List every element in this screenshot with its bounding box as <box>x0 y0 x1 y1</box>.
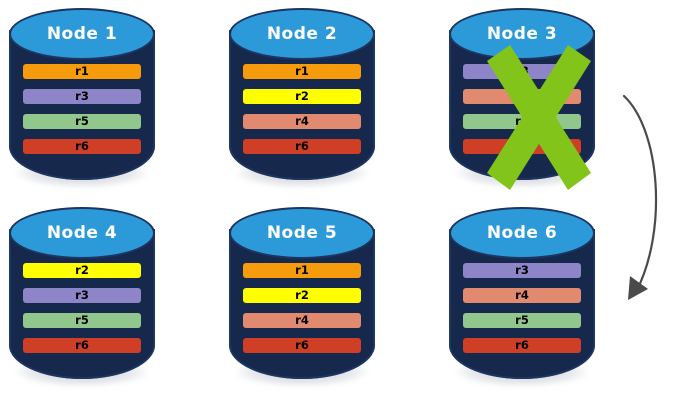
record-bar[interactable]: r3 <box>23 288 141 303</box>
node-card-node-6[interactable]: Node 6 r3 r4 r5 r6 <box>449 207 595 387</box>
record-bar[interactable]: r6 <box>23 139 141 154</box>
record-bar[interactable]: r4 <box>463 89 581 104</box>
arrow-head <box>628 276 648 300</box>
node-card-node-4[interactable]: Node 4 r2 r3 r5 r6 <box>9 207 155 387</box>
record-bar[interactable]: r2 <box>243 89 361 104</box>
record-bar[interactable]: r4 <box>463 288 581 303</box>
cylinder-top <box>229 207 375 259</box>
record-bar[interactable]: r1 <box>23 64 141 79</box>
node-card-node-3[interactable]: Node 3 r3 r4 r5 r6 <box>449 8 595 188</box>
record-list: r1 r2 r4 r6 <box>243 64 361 164</box>
record-bar[interactable]: r2 <box>23 263 141 278</box>
node-card-node-5[interactable]: Node 5 r1 r2 r4 r6 <box>229 207 375 387</box>
record-list: r3 r4 r5 r6 <box>463 64 581 164</box>
record-bar[interactable]: r4 <box>243 313 361 328</box>
record-bar[interactable]: r1 <box>243 263 361 278</box>
node-title: Node 1 <box>46 24 118 44</box>
record-bar[interactable]: r5 <box>23 313 141 328</box>
node-card-node-1[interactable]: Node 1 r1 r3 r5 r6 <box>9 8 155 188</box>
record-bar[interactable]: r6 <box>243 139 361 154</box>
node-title: Node 5 <box>266 223 338 243</box>
arrow-curve <box>622 94 658 294</box>
node-title: Node 6 <box>486 223 558 243</box>
record-list: r1 r3 r5 r6 <box>23 64 141 164</box>
node-card-node-2[interactable]: Node 2 r1 r2 r4 r6 <box>229 8 375 188</box>
record-bar[interactable]: r2 <box>243 288 361 303</box>
cylinder-top <box>229 8 375 60</box>
cylinder-body-edge <box>449 229 595 379</box>
cylinder-top <box>9 207 155 259</box>
record-bar[interactable]: r4 <box>243 114 361 129</box>
cylinder-top <box>449 207 595 259</box>
node-title: Node 2 <box>266 24 338 44</box>
node-title: Node 4 <box>46 223 118 243</box>
record-list: r3 r4 r5 r6 <box>463 263 581 363</box>
node-title: Node 3 <box>486 24 558 44</box>
cylinder-body-edge <box>229 30 375 180</box>
record-bar[interactable]: r5 <box>463 114 581 129</box>
record-bar[interactable]: r6 <box>23 338 141 353</box>
record-bar[interactable]: r6 <box>243 338 361 353</box>
cylinder-body-edge <box>9 30 155 180</box>
cylinder-body-edge <box>9 229 155 379</box>
record-bar[interactable]: r3 <box>463 64 581 79</box>
cylinder-body-edge <box>229 229 375 379</box>
record-list: r2 r3 r5 r6 <box>23 263 141 363</box>
record-bar[interactable]: r3 <box>463 263 581 278</box>
record-bar[interactable]: r6 <box>463 139 581 154</box>
record-bar[interactable]: r5 <box>463 313 581 328</box>
record-bar[interactable]: r3 <box>23 89 141 104</box>
record-list: r1 r2 r4 r6 <box>243 263 361 363</box>
record-bar[interactable]: r6 <box>463 338 581 353</box>
cylinder-top <box>9 8 155 60</box>
record-bar[interactable]: r5 <box>23 114 141 129</box>
record-bar[interactable]: r1 <box>243 64 361 79</box>
